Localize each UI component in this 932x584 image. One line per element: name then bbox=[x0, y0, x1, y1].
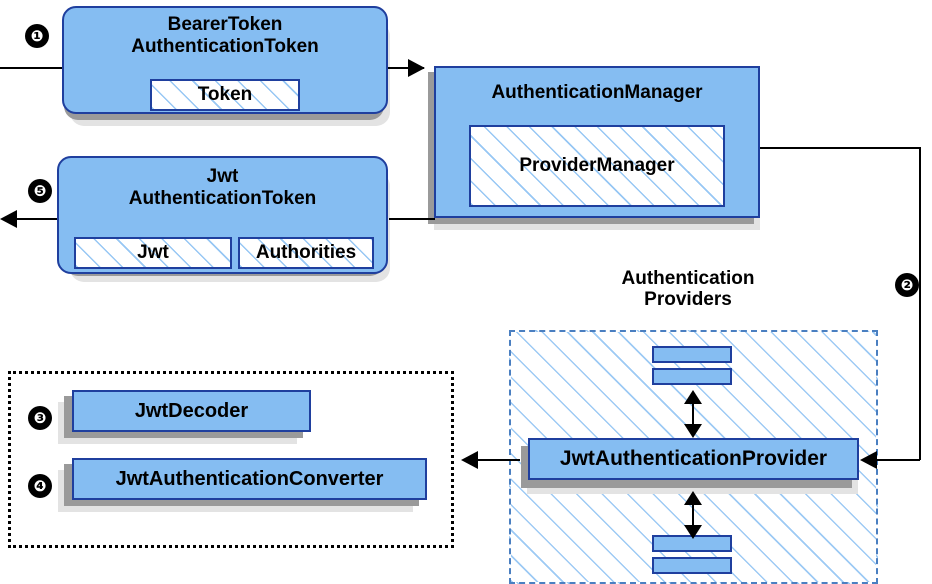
providers-title-line-2: Providers bbox=[644, 289, 732, 311]
provider-link-bottom-line bbox=[692, 497, 694, 535]
provider-stack-bar-top-1 bbox=[652, 346, 732, 363]
connector-provider-to-support bbox=[478, 459, 520, 461]
badge-step-2: ❷ bbox=[895, 273, 919, 297]
auth-manager-title: AuthenticationManager bbox=[491, 82, 703, 103]
bearer-token-line-2: AuthenticationToken bbox=[131, 36, 319, 58]
bearer-token-line-1: BearerToken bbox=[167, 14, 283, 35]
badge-step-1: ❶ bbox=[25, 24, 49, 48]
connector-token-to-manager bbox=[388, 67, 424, 69]
badge-step-5: ❺ bbox=[28, 179, 52, 203]
arrowhead-outgoing-result bbox=[0, 210, 17, 228]
connector-manager-to-jwt-token bbox=[389, 218, 435, 220]
arrowhead-provider-to-support bbox=[461, 451, 478, 469]
arrowhead-token-to-manager bbox=[408, 59, 425, 77]
connector-manager-right bbox=[760, 147, 920, 149]
jwt-converter-label: JwtAuthenticationConverter bbox=[115, 467, 384, 490]
provider-link-top-arrowhead-up bbox=[684, 390, 702, 404]
bearer-token-inner-token: Token bbox=[150, 79, 300, 111]
arrowhead-into-provider bbox=[860, 451, 877, 469]
auth-manager-inner-provider-manager: ProviderManager bbox=[469, 125, 725, 207]
jwt-token-inner-authorities: Authorities bbox=[238, 237, 374, 269]
jwt-token-inner-jwt: Jwt bbox=[74, 237, 232, 269]
provider-stack-bar-top-2 bbox=[652, 368, 732, 385]
badge-step-4: ❹ bbox=[28, 474, 52, 498]
provider-link-top-line bbox=[692, 396, 694, 434]
jwt-token-line-1: Jwt bbox=[206, 166, 239, 187]
provider-link-top-arrowhead-down bbox=[684, 424, 702, 438]
connector-into-provider bbox=[875, 459, 920, 461]
provider-link-bottom-arrowhead-up bbox=[684, 491, 702, 505]
provider-link-bottom-arrowhead-down bbox=[684, 525, 702, 539]
jwt-provider-label: JwtAuthenticationProvider bbox=[559, 447, 828, 470]
node-jwt-decoder[interactable]: JwtDecoder bbox=[72, 390, 311, 432]
jwt-token-line-2: AuthenticationToken bbox=[128, 188, 317, 210]
connector-incoming-request bbox=[0, 67, 68, 69]
provider-stack-bar-bottom-2 bbox=[652, 557, 732, 574]
authentication-providers-title: Authentication Providers bbox=[560, 268, 816, 311]
connector-outgoing-result bbox=[8, 218, 68, 220]
providers-title-line-1: Authentication bbox=[621, 268, 755, 289]
badge-step-3: ❸ bbox=[28, 406, 52, 430]
jwt-support-components-region bbox=[8, 371, 454, 548]
node-jwt-authentication-converter[interactable]: JwtAuthenticationConverter bbox=[72, 458, 427, 500]
jwt-decoder-label: JwtDecoder bbox=[134, 399, 249, 422]
connector-manager-down bbox=[919, 147, 921, 460]
node-jwt-authentication-provider[interactable]: JwtAuthenticationProvider bbox=[528, 438, 859, 480]
